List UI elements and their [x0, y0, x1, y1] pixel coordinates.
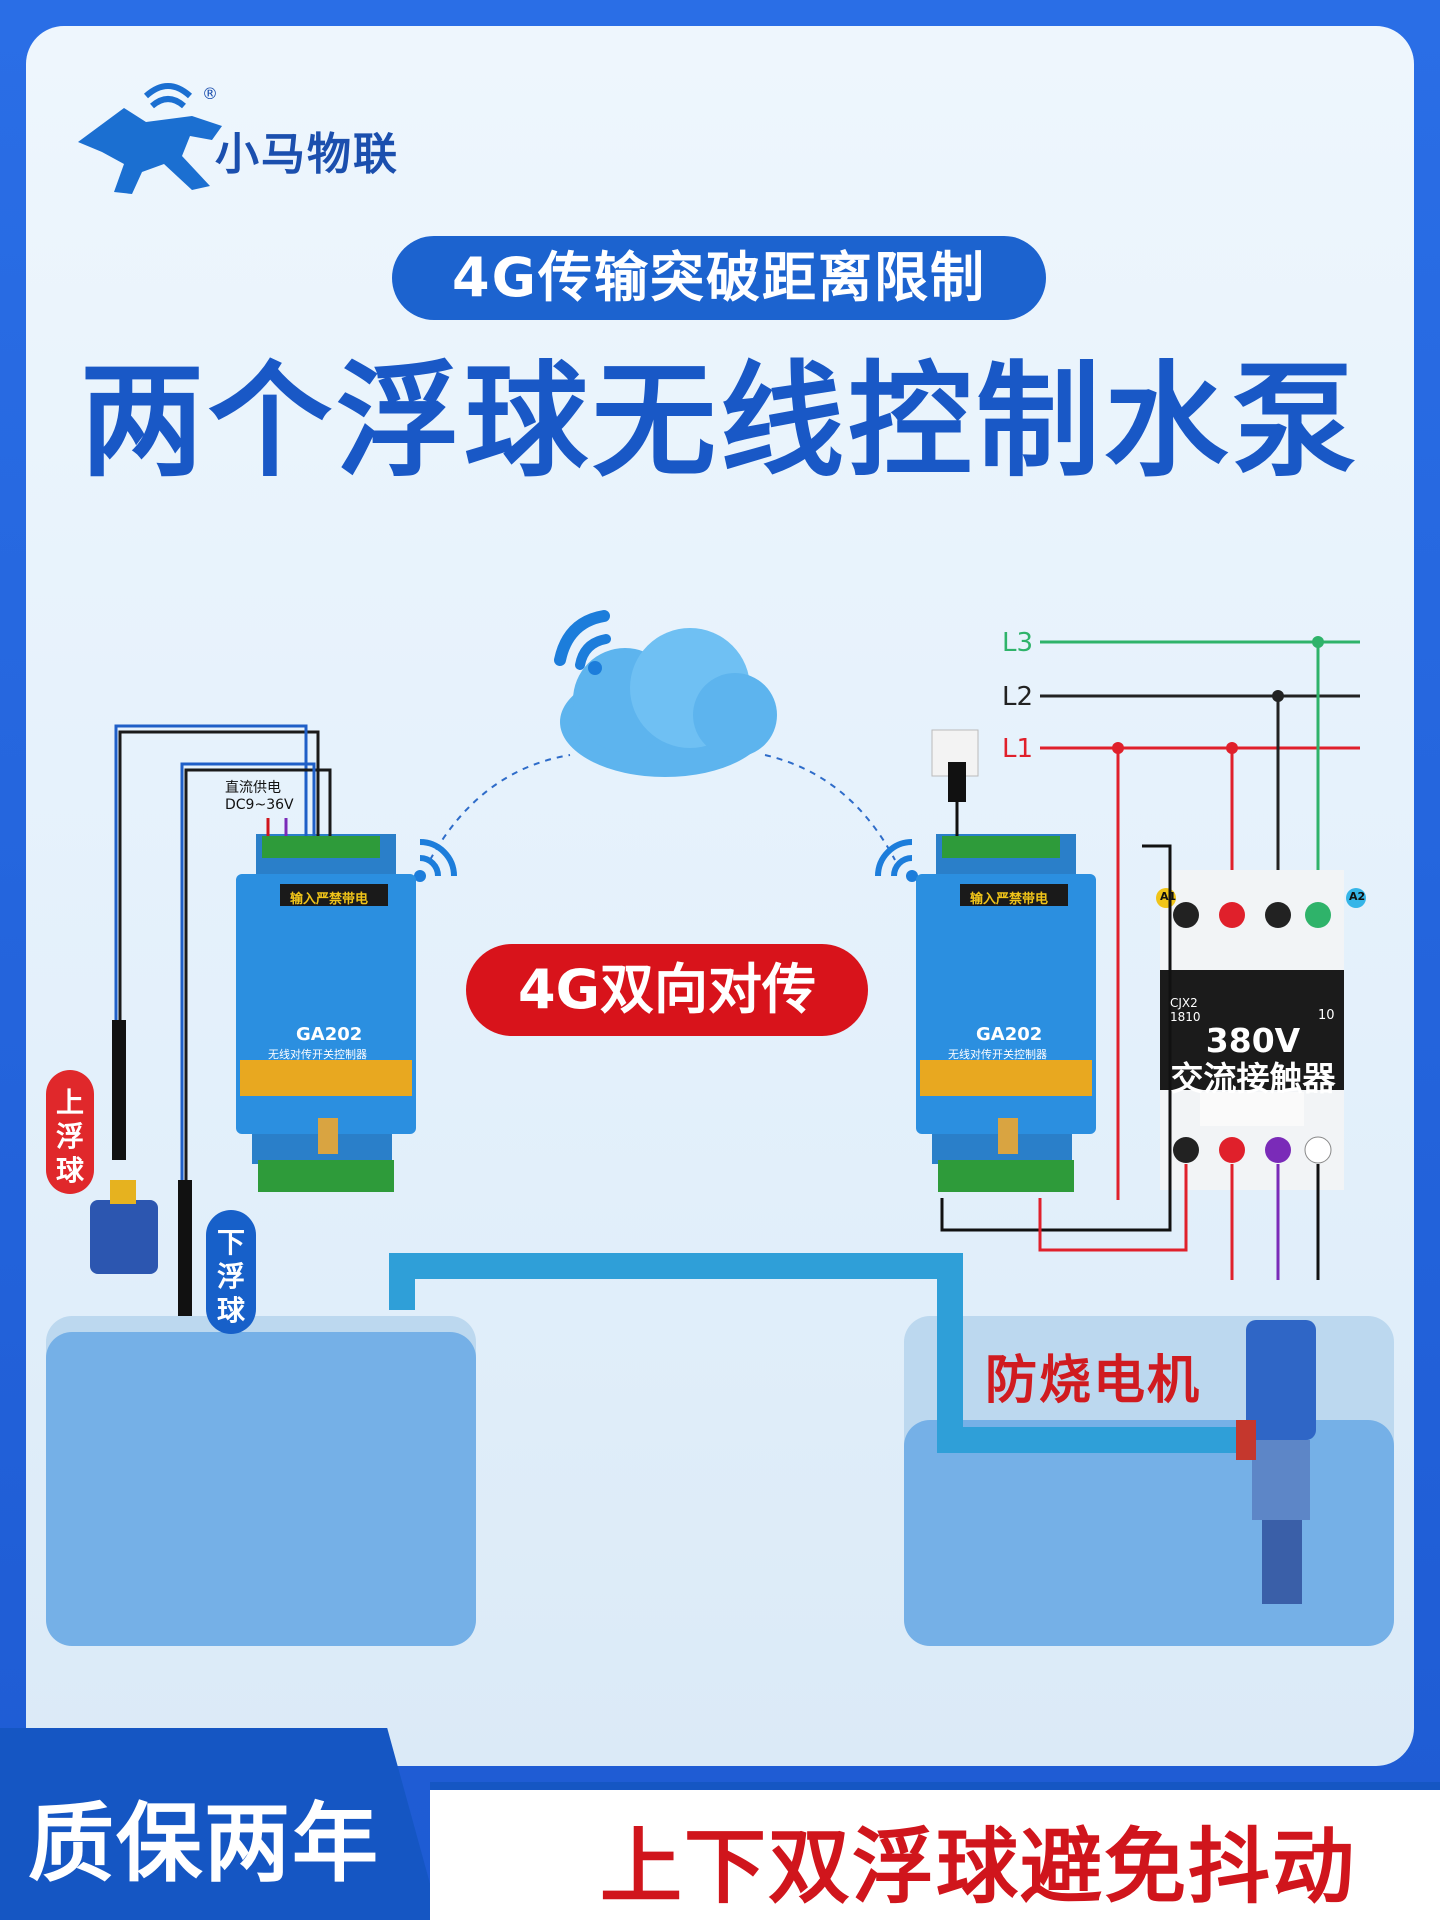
footer-strip	[430, 1782, 1440, 1792]
contactor	[1156, 870, 1366, 1190]
contactor-voltage: 380V	[1205, 1021, 1301, 1060]
right-controller	[916, 834, 1096, 1192]
contactor-model: CJX2 1810	[1170, 996, 1201, 1024]
feature-text: 上下双浮球避免抖动	[600, 1820, 1357, 1915]
left-controller	[236, 834, 416, 1192]
wifi-left-icon	[414, 839, 457, 882]
left-warning: 输入严禁带电	[290, 892, 369, 907]
subtitle-pill: 4G传输突破距离限制	[392, 236, 1046, 320]
upper-float-label: 上浮球	[46, 1070, 94, 1194]
left-controller-name: 无线对传开关控制器	[268, 1048, 367, 1061]
right-warning: 输入严禁带电	[970, 892, 1049, 907]
power-label-line2: DC9~36V	[225, 797, 294, 813]
contactor-name: 交流接触器	[1170, 1059, 1336, 1098]
brand-name: 小马物联	[215, 129, 399, 180]
phase-l2: L2	[1002, 682, 1034, 712]
water-pump-icon	[1236, 1320, 1316, 1604]
contactor-label: 380V 交流接触器	[1168, 1022, 1338, 1098]
cloud-icon	[554, 610, 777, 777]
contactor-a2: A2	[1349, 890, 1366, 903]
feature-banner	[430, 1790, 1440, 1920]
wiring-diagram	[46, 610, 1394, 1646]
horse-logo-icon	[78, 83, 222, 194]
warranty-text: 质保两年	[28, 1794, 380, 1894]
power-label-line1: 直流供电	[225, 780, 281, 796]
upper-float-icon	[90, 1200, 158, 1274]
power-label: 直流供电 DC9~36V	[225, 780, 294, 814]
page-title: 两个浮球无线控制水泵	[79, 350, 1360, 494]
wifi-right-icon	[875, 839, 918, 882]
right-controller-name: 无线对传开关控制器	[948, 1048, 1047, 1061]
registered-mark: ®	[202, 84, 218, 103]
warranty-banner	[0, 1728, 440, 1920]
contactor-a1: A1	[1160, 890, 1177, 903]
link-label: 4G双向对传	[466, 944, 868, 1036]
left-model: GA202	[296, 1024, 363, 1045]
power-plug-icon	[931, 729, 979, 836]
motor-label: 防烧电机	[985, 1351, 1202, 1411]
contactor-rating: 10	[1318, 1008, 1335, 1023]
lower-float-label: 下浮球	[206, 1210, 256, 1334]
phase-l1: L1	[1002, 734, 1034, 764]
phase-l3: L3	[1002, 628, 1034, 658]
right-model: GA202	[976, 1024, 1043, 1045]
